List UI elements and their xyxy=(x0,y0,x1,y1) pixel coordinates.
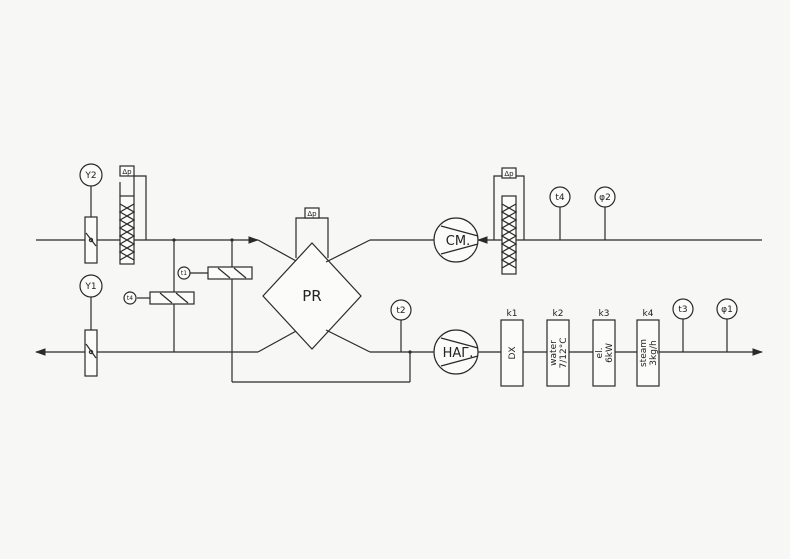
nag-label: НАГ. xyxy=(443,346,474,361)
heat-recovery-pr xyxy=(262,242,362,350)
k2-label: k2 xyxy=(553,309,564,319)
y2-label: Y2 xyxy=(84,171,96,181)
sensor-t3 xyxy=(672,298,694,320)
actuator-t4-small xyxy=(123,291,137,305)
sensor-t4 xyxy=(549,186,571,208)
sensor-t2 xyxy=(390,299,412,321)
dp-label-3: Δp xyxy=(504,170,514,178)
dp-label-1: Δp xyxy=(122,168,132,176)
phi1-label: φ1 xyxy=(721,305,733,315)
coil-k2-water xyxy=(546,319,570,387)
dx-label: DX xyxy=(508,346,518,359)
t3-label: t3 xyxy=(678,305,687,315)
steam-label: steam xyxy=(639,339,649,367)
dp-sensor-return-filter xyxy=(501,167,517,179)
coil-k1-dx xyxy=(500,319,524,387)
y1-label: Y1 xyxy=(84,282,96,292)
pr-label: PR xyxy=(302,287,321,305)
actuator-y2 xyxy=(79,163,103,187)
k3-label: k3 xyxy=(599,309,610,319)
dp-sensor-supply-filter xyxy=(119,165,135,177)
steam-rate-label: 3kg/h xyxy=(649,340,659,365)
k4-label: k4 xyxy=(643,309,654,319)
actuator-t1-small xyxy=(177,266,191,280)
t2-label: t2 xyxy=(396,306,405,316)
t1-small-label: t1 xyxy=(181,270,187,277)
water-label: water xyxy=(549,340,559,366)
cm-label: CM. xyxy=(446,234,470,249)
sensor-phi1 xyxy=(716,298,738,320)
el-label: el. xyxy=(595,348,605,359)
supply-filter xyxy=(119,195,135,265)
heater-k3-electric xyxy=(592,319,616,387)
actuator-y1 xyxy=(79,274,103,298)
sensor-phi2 xyxy=(594,186,616,208)
phi2-label: φ2 xyxy=(599,193,611,203)
dp-sensor-pr xyxy=(304,207,320,219)
dp-label-2: Δp xyxy=(307,210,317,218)
water-temp-label: 7/12°C xyxy=(559,338,569,369)
t4-small-label: t4 xyxy=(127,295,133,302)
humidifier-k4-steam xyxy=(636,319,660,387)
el-power-label: 6kW xyxy=(605,343,615,363)
k1-label: k1 xyxy=(507,309,518,319)
t4-label: t4 xyxy=(555,193,565,203)
